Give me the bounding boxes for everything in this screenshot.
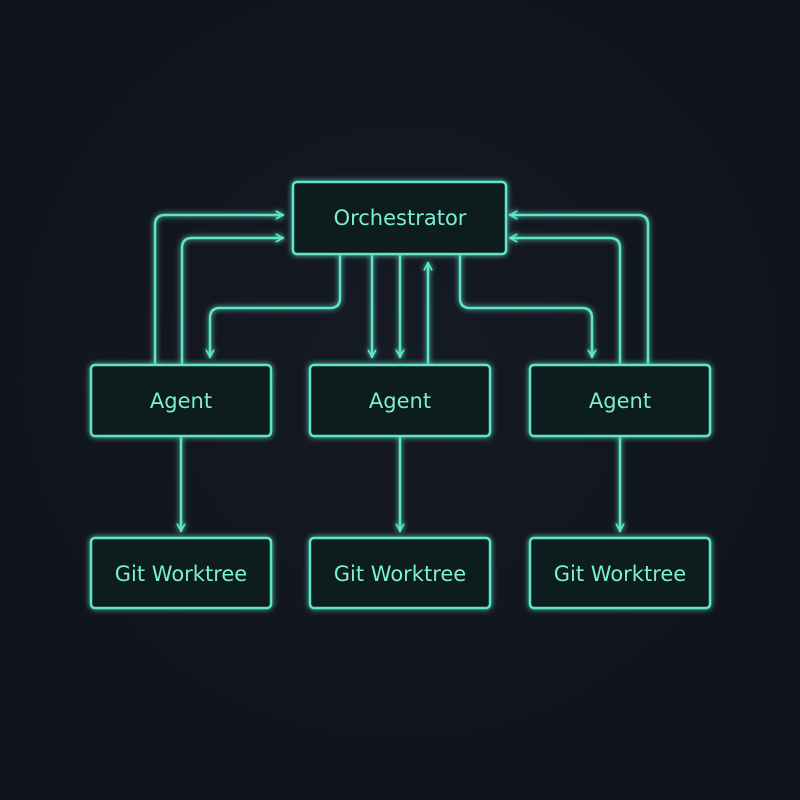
edge-agent-3-to-orchestrator-outer (508, 215, 650, 367)
agent-label-3: Agent (589, 389, 651, 413)
agent-label-1: Agent (150, 389, 212, 413)
worktree-box-1 (89, 536, 273, 610)
edge-orchestrator-to-agent-3 (458, 253, 592, 359)
orchestrator-box (291, 180, 508, 256)
worktree-node-1[interactable]: Git Worktree (89, 536, 273, 610)
worktree-label-3: Git Worktree (554, 562, 686, 586)
agent-node-1[interactable]: Agent (89, 363, 273, 438)
agent-node-2[interactable]: Agent (308, 363, 492, 438)
agent-box-3 (528, 363, 712, 438)
worktree-node-3[interactable]: Git Worktree (528, 536, 712, 610)
agent-label-2: Agent (369, 389, 431, 413)
agent-box-1 (89, 363, 273, 438)
edge-agent-1-to-orchestrator (153, 215, 285, 367)
worktree-label-2: Git Worktree (334, 562, 466, 586)
agent-node-3[interactable]: Agent (528, 363, 712, 438)
worktree-node-2[interactable]: Git Worktree (308, 536, 492, 610)
agent-box-2 (308, 363, 492, 438)
edge-agent-1-to-orchestrator-2 (180, 238, 285, 367)
worktree-box-2 (308, 536, 492, 610)
worktree-box-3 (528, 536, 712, 610)
orchestrator-node[interactable]: Orchestrator (291, 180, 508, 256)
worktree-label-1: Git Worktree (115, 562, 247, 586)
nodes: Orchestrator Agent Agent Agent Git Workt… (89, 180, 712, 610)
edge-orchestrator-to-agent-1 (210, 253, 342, 359)
edges (153, 215, 650, 533)
orchestrator-label: Orchestrator (334, 206, 467, 230)
edge-agent-3-to-orchestrator-inner (508, 238, 622, 367)
